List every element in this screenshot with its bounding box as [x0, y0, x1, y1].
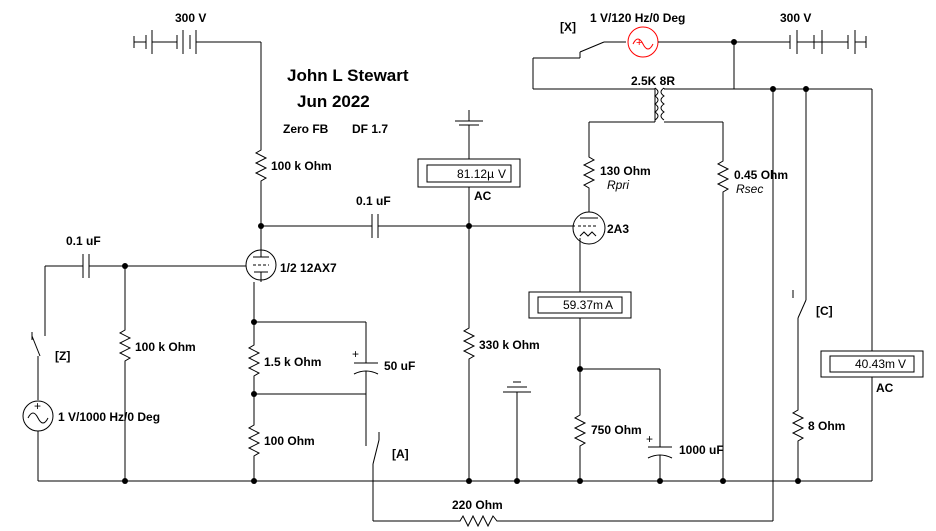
- resistor-load: [791, 405, 805, 446]
- svg-text:+: +: [646, 432, 653, 446]
- meter-grid-unit: V: [498, 167, 506, 181]
- date-title: Jun 2022: [297, 92, 370, 111]
- junction-plate: [258, 223, 264, 229]
- switch-a-label: [A]: [392, 447, 409, 461]
- capacitor-coupling: [371, 214, 379, 238]
- battery-right: [789, 30, 867, 54]
- resistor-cathode-1: [247, 340, 261, 381]
- ground-mid: [503, 381, 531, 393]
- meter-grid: 81.12µ V: [417, 158, 521, 188]
- tube-driver-label: 1/2 12AX7: [280, 261, 337, 275]
- damping-note: DF 1.7: [352, 122, 388, 136]
- meter-grid-mode: AC: [474, 189, 492, 203]
- resistor-cathode-2a3-label: 750 Ohm: [591, 423, 642, 437]
- source-input-label: 1 V/1000 Hz/0 Deg: [58, 410, 160, 424]
- capacitor-input: [82, 254, 90, 278]
- resistor-feedback-label: 220 Ohm: [452, 498, 503, 512]
- tube-driver: [245, 247, 277, 282]
- resistor-cathode-2: [247, 420, 261, 461]
- source-hum-label: 1 V/120 Hz/0 Deg: [590, 11, 685, 25]
- switch-a: [365, 432, 380, 474]
- resistor-plate-load: [254, 145, 268, 186]
- resistor-rpri: [582, 152, 596, 193]
- resistor-rsec: [716, 156, 730, 197]
- capacitor-bypass-2-label: 1000 uF: [679, 443, 724, 457]
- meter-grid-reading: 81.12µ: [457, 167, 494, 181]
- resistor-rpri-value: 130 Ohm: [600, 164, 651, 178]
- battery-right-label: 300 V: [780, 11, 811, 25]
- capacitor-bypass-2: +: [646, 432, 673, 459]
- resistor-feedback: [455, 514, 502, 528]
- switch-z: [31, 332, 41, 368]
- resistor-rsec-value: 0.45 Ohm: [734, 168, 788, 182]
- resistor-grid-2a3-label: 330 k Ohm: [479, 338, 540, 352]
- meter-cathode-reading: 59.37m: [563, 298, 603, 312]
- resistor-rpri-name: Rpri: [607, 178, 629, 192]
- meter-cathode: 59.37m A: [528, 291, 632, 319]
- tube-output-label: 2A3: [607, 222, 629, 236]
- junction-sec-1: [770, 86, 776, 92]
- meter-cathode-unit: A: [605, 298, 613, 312]
- author-title: John L Stewart: [287, 66, 409, 85]
- capacitor-bypass-1-label: 50 uF: [384, 359, 415, 373]
- source-input: +: [22, 399, 54, 432]
- battery-left: [133, 30, 261, 54]
- meter-output-reading: 40.43m: [855, 357, 895, 371]
- capacitor-input-label: 0.1 uF: [66, 234, 101, 248]
- svg-text:+: +: [34, 399, 41, 413]
- capacitor-bypass-1: +: [352, 347, 379, 375]
- resistor-grid-2a3: [462, 323, 476, 364]
- meter-output-mode: AC: [876, 381, 894, 395]
- switch-c: [792, 290, 807, 325]
- resistor-cathode-1-label: 1.5 k Ohm: [264, 355, 321, 369]
- switch-c-label: [C]: [816, 304, 833, 318]
- source-hum: +: [627, 26, 659, 58]
- resistor-cathode-2a3: [573, 410, 587, 451]
- svg-text:+: +: [352, 347, 359, 361]
- resistor-load-label: 8 Ohm: [808, 419, 845, 433]
- resistor-plate-load-label: 100 k Ohm: [271, 159, 332, 173]
- capacitor-coupling-label: 0.1 uF: [356, 194, 391, 208]
- resistor-rsec-name: Rsec: [736, 182, 763, 196]
- resistor-grid-leak-label: 100 k Ohm: [135, 340, 196, 354]
- battery-left-label: 300 V: [175, 11, 206, 25]
- transformer-output: [654, 87, 723, 123]
- svg-text:+: +: [636, 37, 642, 49]
- meter-output: 40.43m V: [820, 350, 924, 378]
- ground-top: [455, 110, 483, 126]
- switch-x: [533, 41, 626, 59]
- meter-output-unit: V: [898, 357, 906, 371]
- feedback-note: Zero FB: [283, 122, 329, 136]
- resistor-cathode-2-label: 100 Ohm: [264, 434, 315, 448]
- switch-z-label: [Z]: [55, 349, 70, 363]
- transformer-ratio-label: 2.5K 8R: [631, 74, 675, 88]
- switch-x-label: [X]: [560, 20, 576, 34]
- resistor-grid-leak: [118, 325, 132, 366]
